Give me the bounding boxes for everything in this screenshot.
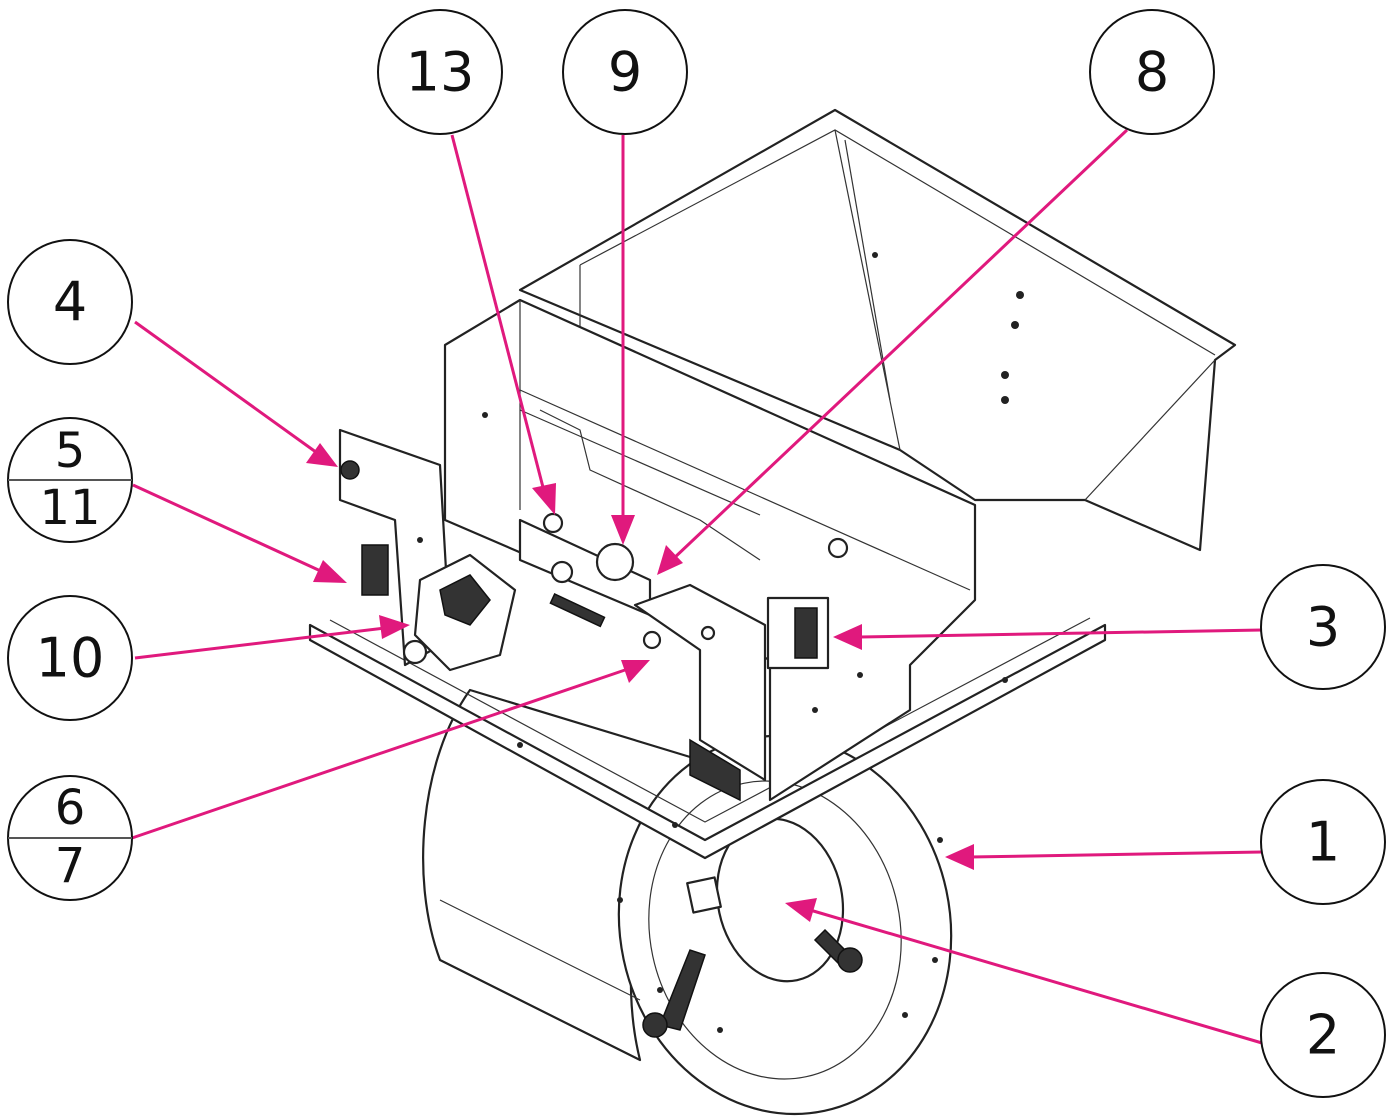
callout-5-11: 5 11 (7, 417, 133, 543)
base-plate (308, 617, 1107, 860)
callout-2: 2 (1260, 972, 1386, 1098)
transformer-block (413, 553, 517, 672)
callout-6-label: 6 (55, 780, 86, 836)
arrowhead-10 (379, 615, 410, 639)
leader-8 (670, 128, 1129, 562)
leader-1 (969, 850, 1263, 859)
callout-13: 13 (377, 9, 503, 135)
arrowhead-9 (611, 515, 635, 545)
callout-7-label: 7 (55, 838, 86, 894)
callout-9-label: 9 (608, 41, 642, 104)
assembly-drawing (308, 108, 1237, 1116)
right-side-switch (766, 596, 830, 670)
leader-13 (450, 134, 547, 496)
callout-13-label: 13 (406, 41, 475, 104)
arrowhead-6-7 (621, 660, 650, 683)
arrowhead-13 (532, 483, 556, 515)
callout-11-label: 11 (39, 480, 100, 536)
arrowhead-3 (833, 624, 862, 650)
callout-6-7: 6 7 (7, 775, 133, 901)
leader-6-7 (131, 668, 626, 840)
leader-5-11 (132, 483, 326, 575)
callout-4: 4 (7, 239, 133, 365)
callout-1-label: 1 (1306, 811, 1340, 874)
leader-lines (131, 128, 1263, 1045)
arrowhead-4 (306, 443, 338, 467)
callout-3-label: 3 (1306, 596, 1340, 659)
callout-1: 1 (1260, 779, 1386, 905)
callout-9: 9 (562, 9, 688, 135)
callout-5-label: 5 (55, 423, 86, 479)
arrowhead-5-11 (313, 560, 347, 583)
leader-3 (859, 628, 1263, 639)
callout-8: 8 (1089, 9, 1215, 135)
callout-10-label: 10 (36, 627, 105, 690)
callout-4-label: 4 (53, 271, 87, 334)
hopper (518, 108, 1237, 552)
callout-10: 10 (7, 595, 133, 721)
callout-8-label: 8 (1135, 41, 1169, 104)
leader-4 (134, 320, 321, 457)
arrowhead-8 (657, 545, 683, 575)
callout-2-label: 2 (1306, 1004, 1340, 1067)
blower-motor (642, 817, 863, 1038)
callout-3: 3 (1260, 564, 1386, 690)
arrowhead-2 (785, 898, 817, 922)
control-panel-components (518, 512, 767, 802)
leader-10 (134, 626, 386, 660)
arrowhead-1 (945, 844, 974, 870)
leader-2 (809, 908, 1263, 1045)
callout-bubbles: 13 9 8 4 5 11 10 6 7 (7, 9, 1386, 1098)
